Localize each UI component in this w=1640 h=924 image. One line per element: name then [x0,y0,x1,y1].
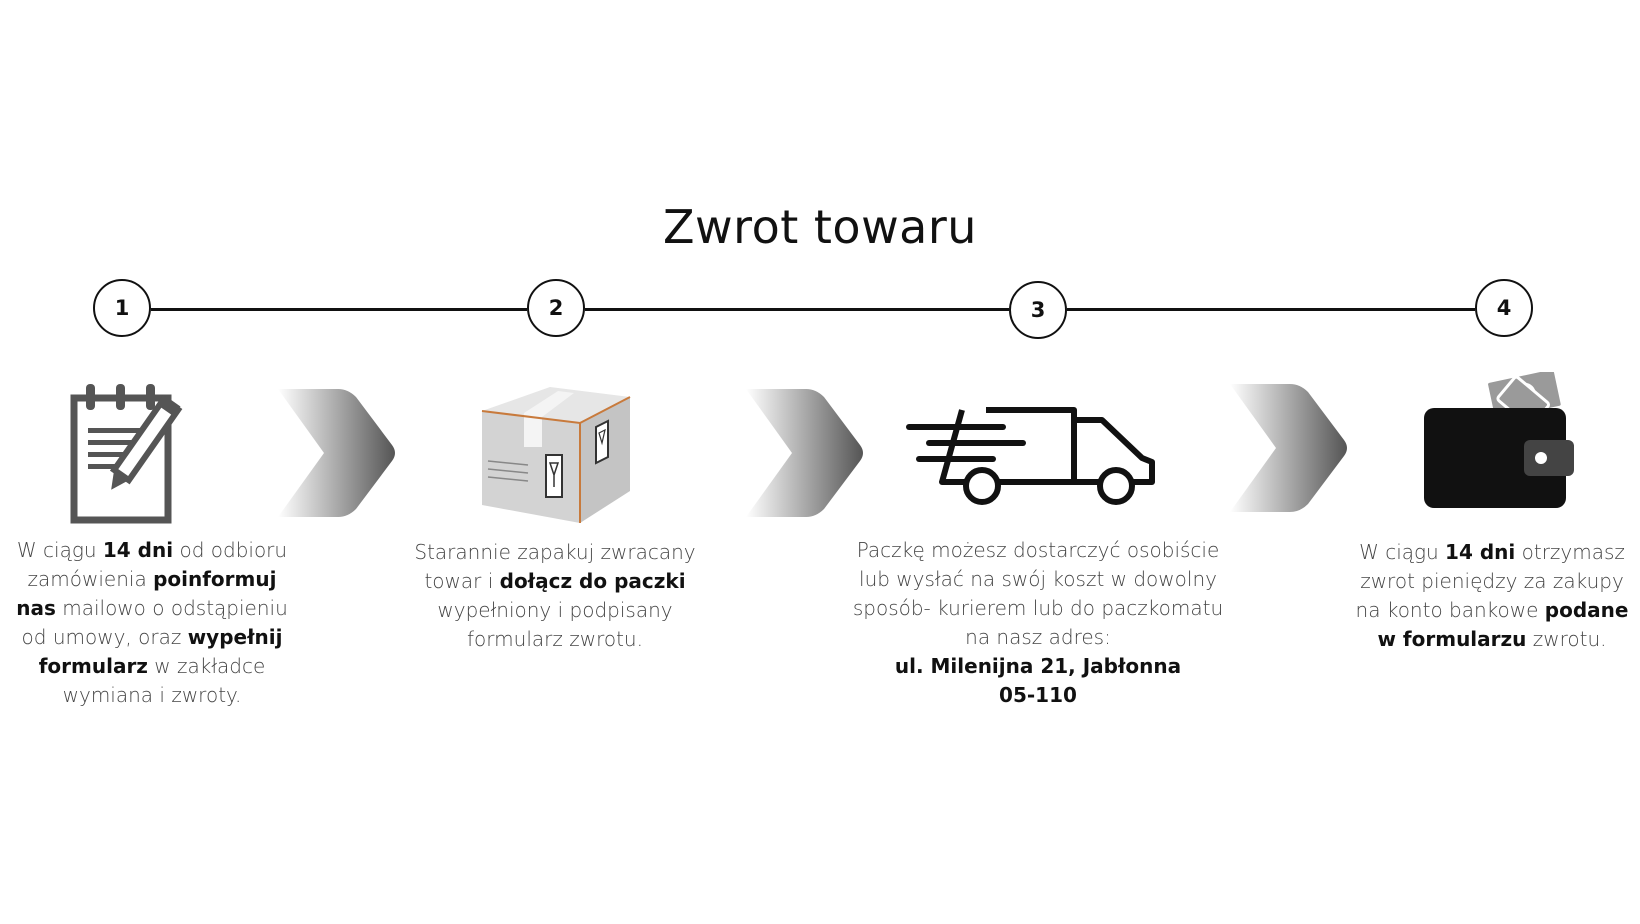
arrow-right-icon [278,389,395,517]
page-title: Zwrot towaru [663,200,977,254]
desc-text: wypełniony i podpisany formularz zwrotu. [437,598,673,651]
desc-bold: 14 dni [102,538,174,562]
step-2-description: Starannie zapakuj zwracany towar i dołąc… [405,538,705,654]
desc-text: Starannie zapakuj zwracany towar i [414,540,696,593]
step-1-number: 1 [114,296,130,320]
step-1-circle: 1 [93,279,151,337]
timeline-line-1-2 [151,308,527,311]
desc-text: W ciągu [16,538,103,562]
desc-text: w zakładce wymiana i zwroty. [62,654,266,707]
step-1-description: W ciągu 14 dni od odbioru zamówienia poi… [14,536,290,710]
address-line-1: ul. Milenijna 21, Jabłonna [894,654,1182,678]
arrow-right-icon [1230,384,1347,512]
address-line-2: 05-110 [999,683,1077,707]
desc-bold: dołącz do paczki [499,569,686,593]
desc-text: otrzymasz zwrot pieniędzy za zakupy na k… [1355,540,1625,622]
step-4-description: W ciągu 14 dni otrzymasz zwrot pieniędzy… [1348,538,1636,654]
arrow-right-icon [746,389,863,517]
desc-text: zwrotu. [1526,627,1607,651]
step-3-circle: 3 [1009,281,1067,339]
desc-text: W ciągu [1359,540,1446,564]
step-3-number: 3 [1030,298,1046,322]
step-2-circle: 2 [527,279,585,337]
step-4-number: 4 [1496,296,1512,320]
delivery-truck-icon [906,407,1155,505]
cardboard-box-icon [481,387,631,523]
timeline-line-2-3 [585,308,1009,311]
desc-bold: podane w formularzu [1377,598,1629,651]
step-4-circle: 4 [1475,279,1533,337]
desc-text: od odbioru zamówienia [27,538,288,591]
desc-bold: wypełnij formularz [38,625,283,678]
desc-bold: 14 dni [1445,540,1516,564]
notepad-pencil-icon [70,384,183,524]
desc-bold: poinformuj nas [16,567,277,620]
desc-text: mailowo o odstąpieniu od umowy, oraz [21,596,288,649]
timeline-line-3-4 [1067,308,1475,311]
step-3-description: Paczkę możesz dostarczyć osobiście lub w… [846,536,1230,710]
desc-text: Paczkę możesz dostarczyć osobiście lub w… [852,538,1224,649]
wallet-money-icon [1424,372,1574,508]
step-2-number: 2 [548,296,564,320]
